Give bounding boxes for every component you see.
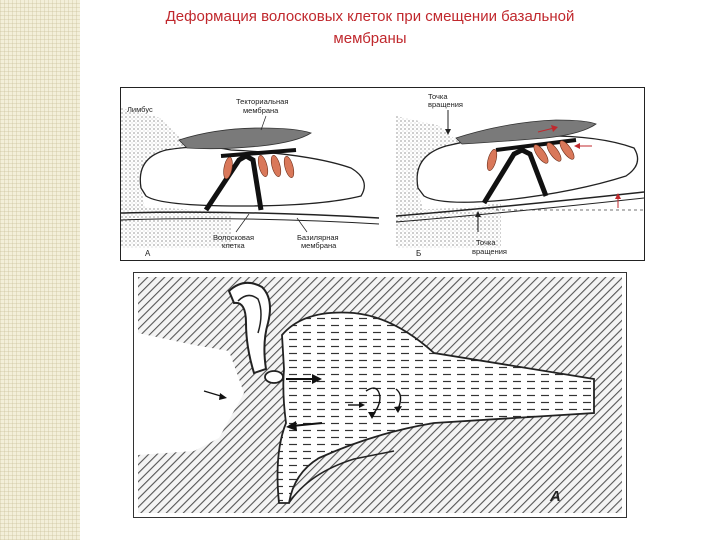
organ-of-corti-figure: Лимбус Текториальная мембрана Волосковая… xyxy=(120,87,645,261)
ossicle-inner-line xyxy=(237,294,262,334)
tectorial-membrane-b xyxy=(455,119,597,145)
cochlear-fluid xyxy=(276,311,595,504)
label-limbus: Лимбус xyxy=(127,105,153,114)
curved-arrow-icon-1 xyxy=(365,387,381,416)
organ-outline-b xyxy=(416,135,639,203)
decorative-side-strip xyxy=(0,0,80,540)
curved-arrow-head-icon-2 xyxy=(394,406,402,413)
label-pivot-bottom-2: вращения xyxy=(472,247,507,256)
oval-window xyxy=(264,370,284,384)
sound-input-arrow-head-icon xyxy=(219,393,227,400)
bony-spiral-lamina xyxy=(121,206,231,248)
pillar-cells-b xyxy=(481,147,549,205)
label-figure-letter: А xyxy=(549,488,561,505)
basilar-membrane-b-lower xyxy=(395,197,645,223)
leader-tectorial xyxy=(260,115,267,131)
cochlea-figure: А xyxy=(133,272,627,518)
label-pivot-top-1: Точка xyxy=(428,92,448,101)
basilar-membrane-b xyxy=(395,191,645,217)
organ-of-corti-svg: Лимбус Текториальная мембрана Волосковая… xyxy=(120,92,645,258)
left-flow-arrow-icon xyxy=(291,422,323,427)
left-arrow-head-icon xyxy=(574,143,580,149)
shear-arrow-icon xyxy=(537,127,555,133)
label-pivot-bottom-1: Точка xyxy=(476,238,496,247)
down-arrow-head-icon xyxy=(445,129,451,135)
cochlea-svg: А xyxy=(138,277,622,513)
tectorial-membrane-a xyxy=(178,127,312,150)
organ-outline-a xyxy=(139,146,365,207)
limbus-tissue-b xyxy=(396,116,466,228)
pivot-up-arrow-head-icon xyxy=(475,211,481,217)
label-pivot-top-2: вращения xyxy=(428,100,463,109)
page-title: Деформация волосковых клеток при смещени… xyxy=(100,6,640,50)
label-panel-b: Б xyxy=(416,249,421,258)
label-hair-cell-2: клетка xyxy=(222,241,246,250)
label-tectorial-1: Текториальная xyxy=(236,97,288,106)
label-panel-a: А xyxy=(145,249,151,258)
panel-b: Точка вращения Точка вращения Б xyxy=(395,92,645,258)
panel-a: Лимбус Текториальная мембрана Волосковая… xyxy=(120,97,380,258)
right-flow-arrow-head-icon xyxy=(312,374,322,384)
title-line-1: Деформация волосковых клеток при смещени… xyxy=(165,8,575,25)
label-tectorial-2: мембрана xyxy=(243,106,279,115)
middle-ear-space xyxy=(138,333,244,455)
small-arrow-head-icon xyxy=(359,402,365,408)
shear-arrow-head-icon xyxy=(551,125,558,132)
leader-hair-cell xyxy=(235,213,250,233)
label-hair-cell-1: Волосковая xyxy=(213,233,254,242)
round-window-membrane xyxy=(288,450,395,504)
hair-cells-b xyxy=(486,140,575,171)
hair-cells-a xyxy=(223,155,295,180)
curved-arrow-head-icon-1 xyxy=(368,412,376,419)
reticular-lamina-a xyxy=(220,148,297,158)
label-basilar-1: Базилярная xyxy=(297,233,339,242)
label-basilar-2: мембрана xyxy=(301,241,337,250)
left-flow-arrow-head-icon xyxy=(286,421,297,431)
title-line-2: мембраны xyxy=(333,30,407,47)
basilar-membrane-a xyxy=(120,211,380,219)
up-arrow-head-icon xyxy=(615,193,621,199)
leader-basilar xyxy=(296,217,308,233)
